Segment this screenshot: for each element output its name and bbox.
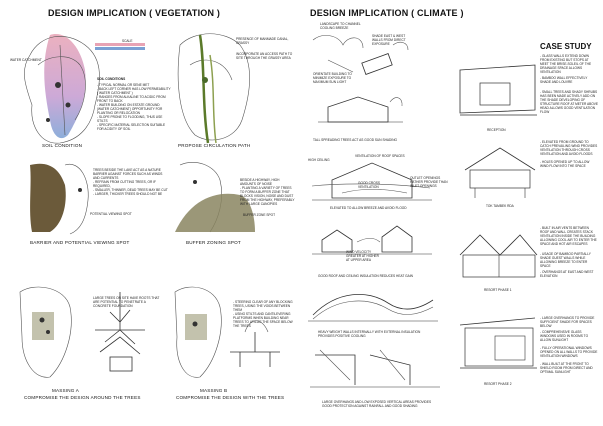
resort-phase-2-caption: RESORT PHASE 2 <box>484 382 512 386</box>
case-note-9: - LARGE OVERHANGS TO PROVIDE SUFFICIENT … <box>540 316 595 328</box>
massing-b-subcaption: COMPROMISE THE DESIGN WITH THE TREES <box>176 395 285 400</box>
reception-sketch <box>459 64 537 116</box>
outlet-label: OUTLET OPENINGS RATHER PROVIDE THAN INLE… <box>410 176 448 188</box>
tall-trees-note: TALL SPREADING TREES ACT AS GOOD SUN SHA… <box>313 138 398 142</box>
cross-ventilation-drawing <box>311 162 432 201</box>
roof-insulation-drawing <box>308 294 438 322</box>
large-trees-note: LARGE TREES ON SITE HAVE ROOTS THAT ARE … <box>93 296 160 308</box>
reception-caption: RECEPTION <box>487 128 506 132</box>
massing-a-caption: MASSING A <box>52 388 80 393</box>
barrier-drawing <box>30 163 89 235</box>
massing-a-subcaption: COMPROMISE THE DESIGN AROUND THE TREES <box>24 395 141 400</box>
buffer-zoning-caption: BUFFER ZONING SPOT <box>186 240 241 245</box>
case-note-7: - USAGE OF BAMBOO PARTIALLY SHADE GUEST … <box>540 252 591 268</box>
barrier-caption: BARRIER AND POTENTIAL VIEWING SPOT <box>30 240 130 245</box>
buffer-panel <box>170 160 290 235</box>
wind-velocity-label: WIND VELOCITY GREATER AT HIGHER AT UPPER… <box>346 250 379 262</box>
ventilation-roof-label: VENTILATION OF ROOF SPACES <box>355 154 405 158</box>
massing-b-caption: MASSING B <box>200 388 228 393</box>
good-roof-label: GOOD ROOF AND CEILING INSULATION REDUCES… <box>318 274 413 278</box>
shading-section-drawing <box>318 96 403 123</box>
case-note-1: - GLASS WALLS EXTEND DOWN FROM EXISTING … <box>540 54 592 74</box>
potential-viewing-label: POTENTIAL VIEWING SPOT <box>90 212 132 216</box>
case-note-2: - BAMBOO WALL EFFECTIVELY SHADE AND LOUV… <box>540 76 588 84</box>
case-note-3: - SMALL TREES AND SHADY SHRUBS HAS BEEN … <box>540 90 598 114</box>
overhang-drawing <box>310 349 440 388</box>
tok-tambek-sketch <box>464 147 536 198</box>
case-note-8: - OVERHANGS AT EAST AND WEST ELEVATION <box>540 270 594 278</box>
climate-title: DESIGN IMPLICATION ( CLIMATE ) <box>310 8 464 18</box>
resort-phase-1-sketch <box>459 234 538 278</box>
landscape-breeze-note: LANDSCAPE TO CHANNEL COOLING BREEZE <box>320 22 361 30</box>
resort-phase-1-caption: RESORT PHASE 1 <box>484 288 512 292</box>
case-study-title: CASE STUDY <box>540 42 592 51</box>
buffer-zone-label: BUFFER ZONE SPOT <box>243 213 276 217</box>
massing-b-drawing <box>174 286 280 378</box>
buffer-drawing <box>175 161 255 233</box>
case-note-6: - BUILT IN AIR VENTS BETWEEN ROOF AND WA… <box>540 226 597 246</box>
trees-beside-lake-note: TREES BESIDE THE LAKE ACT AS A NATURE BA… <box>93 168 168 196</box>
orientate-note: ORIENTATE BUILDING TO MINIMIZE EXPOSURE … <box>313 72 352 84</box>
high-ceiling-label: HIGH CEILING <box>308 158 330 162</box>
tok-tambek-caption: TOK TAMBEK RDA <box>486 204 514 208</box>
massing-b-panel <box>170 282 290 382</box>
presence-canal-note: PRESENCE OF MANMADE CANAL, GRASSY <box>236 37 289 45</box>
large-overhangs-label: LARGE OVERHANGS AND LOW EXPOSED VERTICAL… <box>322 400 432 408</box>
case-note-10: - COMPREHENSIVE GLASS WINDOWS USED IN RO… <box>540 330 589 342</box>
incorporate-path-note: INCORPORATE AN ACCESS PATH TO SITE THROU… <box>236 52 293 60</box>
good-cross-label: GOOD CROSS VENTILATION <box>358 181 380 189</box>
soil-map-drawing <box>24 34 145 144</box>
elevated-label: ELEVATED TO ALLOW BREEZE AND AVOID FLOOD <box>330 206 407 210</box>
heavy-weight-label: HEAVY WEIGHT WALLS INTERNALLY WITH EXTER… <box>318 330 421 338</box>
breeze-site-drawing <box>312 35 409 75</box>
vegetation-title: DESIGN IMPLICATION ( VEGETATION ) <box>48 8 221 18</box>
massing-a-panel <box>10 282 160 382</box>
propose-path-caption: PROPOSE CIRCULATION PATH <box>178 143 251 148</box>
circulation-drawing <box>177 33 250 144</box>
massing-a-drawing <box>19 286 145 378</box>
steering-clear-note: - STEERING CLEAR OF ANY BLOCKING TREES, … <box>233 300 293 328</box>
resort-phase-2-sketch <box>459 317 537 369</box>
water-catchment-label: WATER CATCHMENT <box>10 58 42 62</box>
case-note-11: - FULLY OPERATIONAL WINDOWS OPENED ON AL… <box>540 346 598 358</box>
soil-conditions-notes: - TYPICAL NORMAL OR SENE MET - BACK LEFT… <box>97 83 171 131</box>
circulation-panel <box>170 25 290 150</box>
wind-velocity-drawing <box>312 225 432 255</box>
soil-condition-caption: SOIL CONDITION <box>42 143 83 148</box>
shade-walls-note: SHADE EAST & WEST WALLS FROM DIRECT EXPO… <box>372 34 406 46</box>
case-note-12: - WALL BUILT AT THE FRONT TO SHIELD ROOM… <box>540 362 593 374</box>
soil-conditions-heading: SOIL CONDITIONS <box>97 77 126 81</box>
case-note-4: - ELEVATED FROM GROUND TO CATCH PREVAILI… <box>540 140 598 156</box>
case-note-5: - HOLES OPENED UP TO ALLOW WIND FLOW INT… <box>540 160 590 168</box>
scale-label: SCALE <box>122 39 133 43</box>
soil-condition-panel: WATER CATCHMENT SCALE <box>10 25 150 150</box>
beside-highway-note: BESIDE A HIGHWAY, HIGH AMOUNTS OF NOISE … <box>240 178 295 206</box>
barrier-panel <box>10 160 160 235</box>
